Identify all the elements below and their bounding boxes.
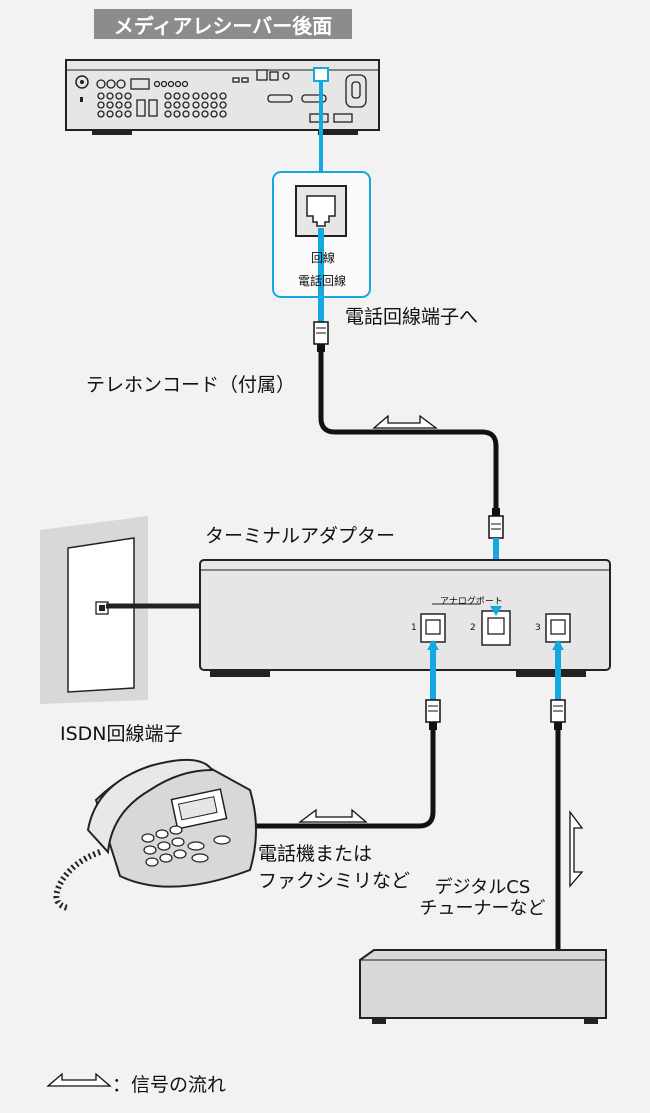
cord-label: テレホンコード（付属） [86,374,296,396]
tuner-label: デジタルCS チューナーなど [360,877,605,919]
cord-plug-tuner [550,699,566,730]
phone-label-line1: 電話機または [258,843,373,865]
port-number-2: 2 [470,623,476,633]
cord-plug-phone [425,699,441,730]
port-number-1: 1 [411,623,417,633]
phone-label-line2: ファクシミリなど [258,870,411,892]
page-title: メディアレシーバー後面 [94,9,352,39]
signal-flow-arrow-2 [298,808,368,823]
isdn-wall-jack [40,516,148,704]
signal-flow-arrow-3 [569,810,584,888]
terminal-adapter-label: ターミナルアダプター [205,525,396,547]
legend-text: ：信号の流れ [112,1074,227,1096]
legend-arrow-icon [46,1072,112,1087]
terminal-adapter [199,559,611,677]
isdn-label: ISDN回線端子 [60,723,183,745]
digital-cs-tuner [359,949,607,1024]
port-number-3: 3 [535,623,541,633]
phone-cord [236,730,436,829]
cord-plug-adapter [488,508,504,539]
cord-plug-top [313,321,329,352]
tuner-label-line2: チューナーなど [419,897,546,919]
analog-port-label: アナログポート [440,597,503,607]
telephone-illustration [53,758,257,911]
to-jack-label: 電話回線端子へ [345,306,479,328]
tuner-label-line1: デジタルCS [434,877,531,898]
jack-label-line: 回線 [311,251,336,265]
telephone-cord [318,352,499,512]
jack-label-phone-line: 電話回線 [298,274,347,288]
signal-flow-arrow-1 [372,414,438,429]
media-receiver-rear [65,59,380,135]
